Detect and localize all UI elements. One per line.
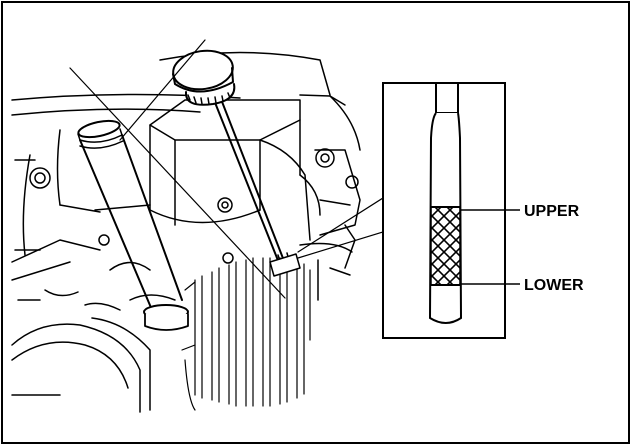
- level-leaders: [460, 209, 520, 285]
- engine-linkage: [11, 239, 151, 311]
- lower-level-label: LOWER: [524, 277, 584, 294]
- engine-bolts: [29, 148, 359, 264]
- upper-level-label: UPPER: [524, 203, 580, 220]
- oil-level-crosshatch: [430, 206, 461, 286]
- dipstick-detail-inset: [382, 82, 506, 339]
- oil-filler-tube-icon: [77, 119, 189, 331]
- engine-block: [14, 99, 321, 256]
- oil-filter-icon: [11, 294, 176, 413]
- pointer-lines: [69, 39, 384, 299]
